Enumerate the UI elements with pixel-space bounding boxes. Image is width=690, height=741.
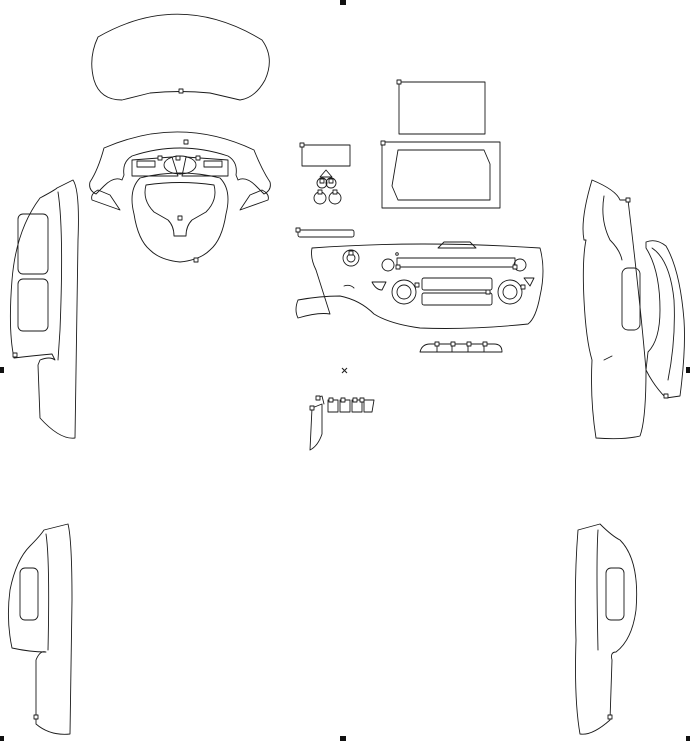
right-front-door-panel[interactable] xyxy=(582,179,647,440)
anchor-node[interactable] xyxy=(12,352,18,358)
steering-wheel-surround[interactable] xyxy=(89,131,271,211)
anchor-node[interactable] xyxy=(157,155,163,161)
left-front-door-panel[interactable] xyxy=(9,179,79,439)
right-rear-door-panel[interactable] xyxy=(574,523,638,735)
anchor-node[interactable] xyxy=(396,79,402,85)
center-console-strip[interactable] xyxy=(295,227,355,238)
switch-button-row[interactable] xyxy=(419,341,503,353)
anchor-node[interactable] xyxy=(340,397,346,403)
anchor-node[interactable] xyxy=(299,142,305,148)
anchor-node[interactable] xyxy=(359,397,365,403)
center-dashboard-panel[interactable] xyxy=(295,241,544,329)
anchor-node[interactable] xyxy=(195,155,201,161)
anchor-node[interactable] xyxy=(434,341,440,347)
anchor-node[interactable] xyxy=(450,341,456,347)
anchor-node[interactable] xyxy=(309,405,315,411)
handle-right-middle[interactable] xyxy=(686,367,690,373)
anchor-node[interactable] xyxy=(328,397,334,403)
handle-left-middle[interactable] xyxy=(0,367,4,373)
anchor-node[interactable] xyxy=(485,289,491,295)
handle-bottom-right[interactable] xyxy=(686,736,690,741)
steering-wheel[interactable] xyxy=(131,155,229,263)
infotainment-screen[interactable] xyxy=(380,140,501,209)
crosshair-x-icon xyxy=(341,367,348,374)
handle-top-center[interactable] xyxy=(340,0,346,5)
anchor-node[interactable] xyxy=(607,714,613,720)
anchor-node[interactable] xyxy=(193,257,199,263)
right-pillar-trim[interactable] xyxy=(645,240,685,399)
anchor-node[interactable] xyxy=(317,189,323,195)
anchor-node[interactable] xyxy=(178,88,184,94)
anchor-node[interactable] xyxy=(332,189,338,195)
anchor-node[interactable] xyxy=(295,227,301,233)
small-display-panel[interactable] xyxy=(299,142,351,167)
anchor-node[interactable] xyxy=(625,197,631,203)
instrument-cluster-hood[interactable] xyxy=(91,13,270,101)
anchor-node[interactable] xyxy=(395,264,401,270)
anchor-node[interactable] xyxy=(328,178,334,184)
anchor-node[interactable] xyxy=(414,282,420,288)
anchor-node[interactable] xyxy=(33,714,39,720)
left-rear-door-panel[interactable] xyxy=(7,523,73,735)
anchor-node[interactable] xyxy=(183,139,189,145)
small-gear-trim[interactable] xyxy=(309,395,325,451)
handle-bottom-center[interactable] xyxy=(340,736,346,741)
anchor-node[interactable] xyxy=(319,178,325,184)
handle-bottom-left[interactable] xyxy=(0,736,4,741)
anchor-node[interactable] xyxy=(352,397,358,403)
anchor-node[interactable] xyxy=(520,284,526,290)
anchor-node[interactable] xyxy=(380,140,386,146)
anchor-node[interactable] xyxy=(482,341,488,347)
anchor-node[interactable] xyxy=(177,215,183,221)
window-switch-panel[interactable] xyxy=(327,397,375,413)
climate-knob-cluster[interactable] xyxy=(313,169,342,205)
anchor-node[interactable] xyxy=(466,341,472,347)
anchor-node[interactable] xyxy=(315,395,321,401)
anchor-node[interactable] xyxy=(512,264,518,270)
anchor-node[interactable] xyxy=(348,250,354,256)
overhead-display-screen[interactable] xyxy=(396,79,486,135)
anchor-node[interactable] xyxy=(663,393,669,399)
